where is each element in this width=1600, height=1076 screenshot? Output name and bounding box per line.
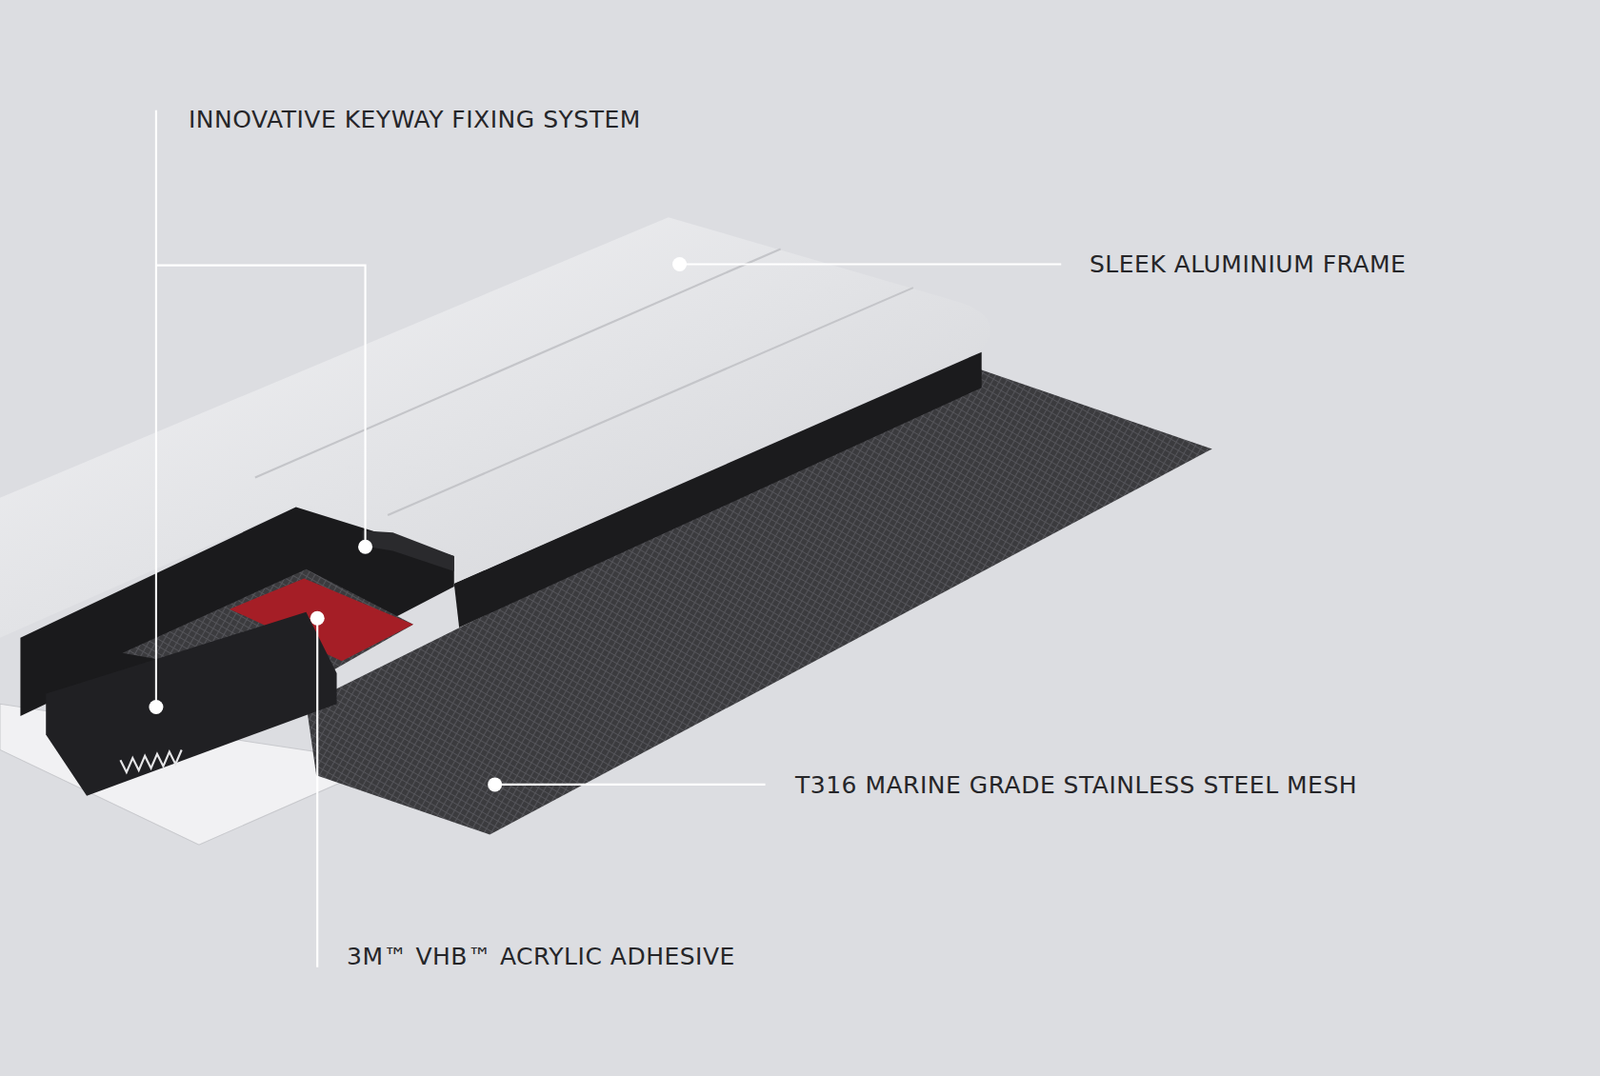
frame-groove [387,287,914,516]
leader-line [316,618,319,967]
callout-label: INNOVATIVE KEYWAY FIXING SYSTEM [188,105,641,135]
leader-lines [156,110,1061,968]
leader-dot [487,777,502,792]
leader-dot [672,257,687,272]
leader-dot [148,700,163,715]
leader-dot [358,540,373,555]
leader-line [680,262,1062,265]
clamp-plate [45,612,337,797]
callout-label: 3M™ VHB™ ACRYLIC ADHESIVE [346,942,736,972]
leader-line [156,265,366,548]
leader-line [155,110,158,708]
frame-groove [255,248,781,478]
aluminium-frame [0,217,991,638]
callout-label: SLEEK ALUMINIUM FRAME [1089,250,1406,280]
callout-label: T316 MARINE GRADE STAINLESS STEEL MESH [795,771,1358,800]
keyway-tab [361,530,454,572]
clamp-teeth [120,749,181,773]
leader-dot [310,611,325,626]
leader-line [495,783,766,786]
illustration-group [0,110,1213,968]
leader-dots [148,257,687,792]
